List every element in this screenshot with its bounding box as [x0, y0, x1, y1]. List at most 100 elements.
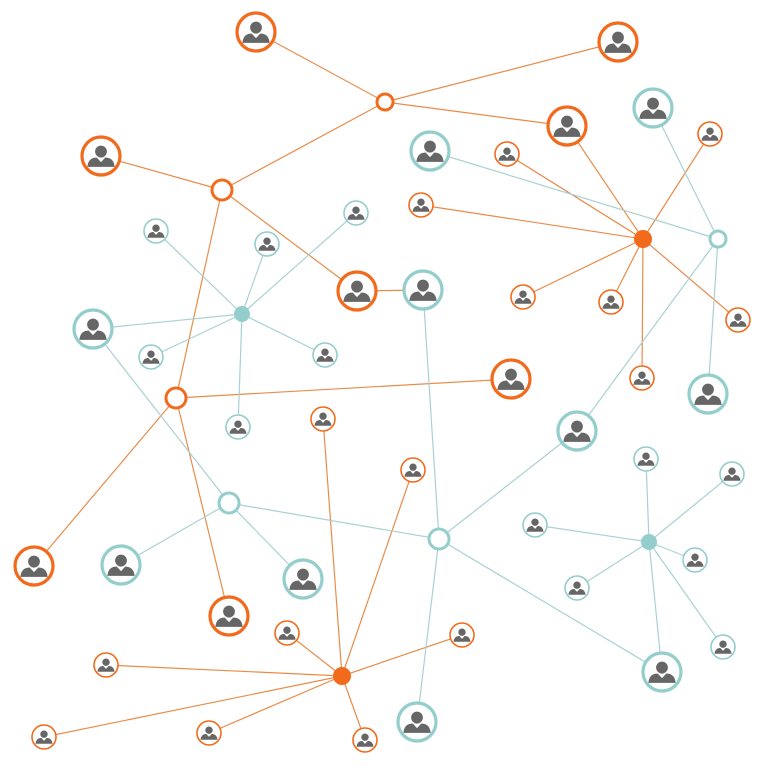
- person-node-s14: [352, 727, 378, 753]
- person-node-s9: [400, 457, 426, 483]
- link-h9-p12: [92, 313, 243, 330]
- hub-node-h5: [333, 667, 351, 685]
- person-node-p15: [100, 544, 142, 586]
- link-h10-s23: [648, 473, 733, 543]
- link-h7-h8: [228, 502, 440, 540]
- person-node-p4: [80, 135, 122, 177]
- link-h10-s22: [645, 458, 650, 543]
- link-h7-p15: [120, 502, 230, 566]
- link-h2-p5: [221, 189, 358, 292]
- link-h9-s21: [237, 313, 243, 428]
- hub-node-h1: [375, 92, 395, 112]
- link-h3-p8: [175, 397, 230, 617]
- link-h5-s9: [341, 469, 414, 677]
- link-h2-h3: [175, 189, 223, 399]
- person-node-p11: [402, 269, 444, 311]
- link-h4-s1: [506, 153, 644, 240]
- person-node-s26: [564, 575, 590, 601]
- person-node-s16: [143, 218, 169, 244]
- person-node-p14: [556, 410, 598, 452]
- link-p3-h1: [384, 101, 568, 127]
- hub-node-h8: [427, 527, 451, 551]
- person-node-s5: [598, 289, 624, 315]
- link-h10-s24: [534, 524, 650, 543]
- person-node-p1: [235, 11, 277, 53]
- person-node-s2: [697, 121, 723, 147]
- hub-node-h4: [634, 230, 652, 248]
- person-node-p17: [641, 651, 683, 693]
- link-h8-p17: [438, 538, 663, 673]
- person-node-s11: [449, 622, 475, 648]
- person-node-s10: [274, 620, 300, 646]
- hub-node-h6: [708, 229, 728, 249]
- person-node-s25: [682, 547, 708, 573]
- link-h4-s2: [642, 133, 711, 240]
- link-layer: [33, 31, 739, 741]
- person-node-s1: [494, 141, 520, 167]
- person-node-s3: [408, 192, 434, 218]
- link-h1-h2: [221, 101, 386, 191]
- link-h4-s6: [642, 238, 739, 321]
- person-node-p8: [208, 595, 250, 637]
- link-h9-s16: [155, 230, 243, 315]
- person-node-s13: [196, 720, 222, 746]
- person-node-s23: [719, 461, 745, 487]
- link-h4-s7: [641, 238, 644, 379]
- person-node-s17: [254, 231, 280, 257]
- person-node-s18: [343, 200, 369, 226]
- hub-node-h9: [234, 306, 250, 322]
- person-node-p2: [597, 21, 639, 63]
- person-node-s27: [710, 634, 736, 660]
- link-h8-p14: [438, 430, 578, 540]
- link-h5-s15: [43, 675, 343, 738]
- link-h10-p17: [648, 541, 663, 673]
- person-node-s21: [225, 414, 251, 440]
- link-p1-h1: [255, 31, 386, 103]
- person-node-p6: [490, 358, 532, 400]
- person-node-p7: [13, 545, 55, 587]
- link-h9-s20: [241, 313, 326, 356]
- link-h6-p13: [707, 238, 719, 395]
- link-h5-s13: [208, 675, 343, 734]
- hub-layer: [164, 92, 728, 685]
- link-h10-s26: [576, 541, 650, 589]
- link-h6-p9: [652, 107, 719, 240]
- person-node-p9: [632, 87, 674, 129]
- link-p2-h1: [384, 41, 619, 103]
- person-node-s8: [310, 406, 336, 432]
- hub-node-h7: [217, 491, 241, 515]
- person-node-s12: [93, 652, 119, 678]
- person-node-s22: [633, 446, 659, 472]
- link-h5-s11: [341, 634, 463, 677]
- link-p4-h2: [100, 155, 223, 191]
- link-h4-s3: [420, 204, 644, 240]
- person-node-p5: [336, 270, 378, 312]
- person-node-s20: [312, 342, 338, 368]
- person-node-p12: [72, 308, 114, 350]
- hub-node-h3: [164, 386, 188, 410]
- hub-node-h2: [210, 178, 234, 202]
- link-h6-p14: [576, 238, 719, 432]
- person-node-s7: [629, 365, 655, 391]
- person-node-s24: [522, 512, 548, 538]
- link-h6-p10: [429, 150, 719, 240]
- person-node-p16: [282, 558, 324, 600]
- person-node-s4: [510, 284, 536, 310]
- person-node-p18: [396, 701, 438, 743]
- link-p11-h8: [422, 289, 440, 540]
- person-node-s6: [725, 307, 751, 333]
- link-h9-s18: [241, 212, 357, 315]
- link-h3-p7: [33, 397, 177, 567]
- person-node-p3: [546, 105, 588, 147]
- people-layer: [13, 11, 751, 753]
- link-h4-p3: [566, 125, 644, 240]
- link-h4-s4: [522, 238, 644, 298]
- link-h3-p6: [175, 378, 512, 399]
- link-p12-h7: [92, 328, 230, 504]
- hub-node-h10: [641, 534, 657, 550]
- person-node-p10: [409, 130, 451, 172]
- person-node-s15: [31, 724, 57, 750]
- person-node-p13: [687, 373, 729, 415]
- link-h5-s8: [322, 418, 343, 677]
